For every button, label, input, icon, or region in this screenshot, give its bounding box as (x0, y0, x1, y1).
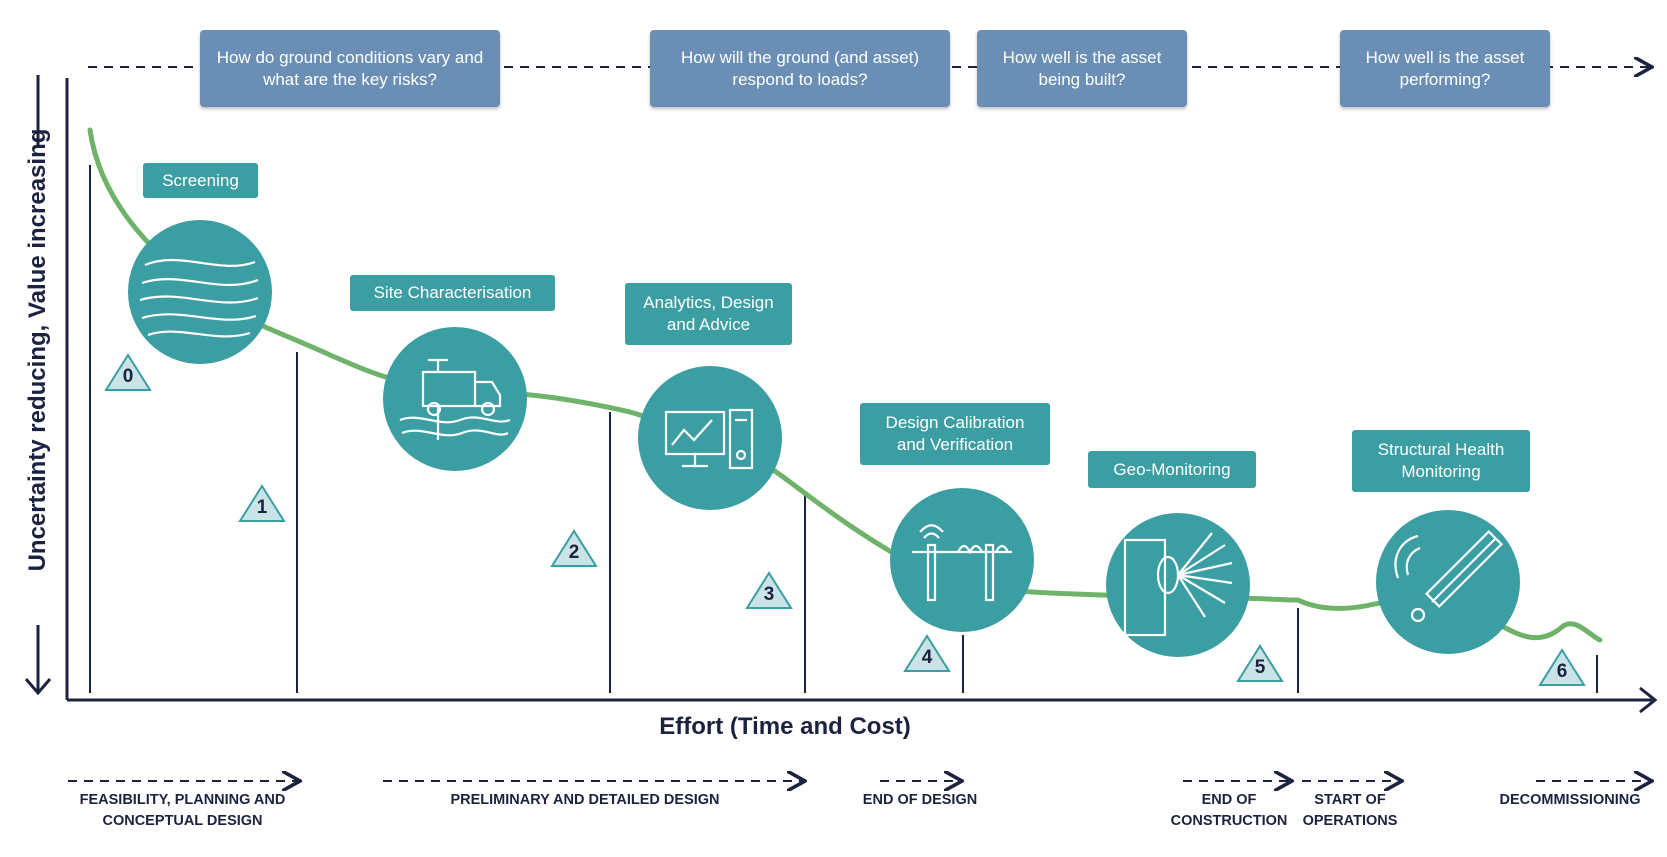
stage-circle (638, 366, 782, 510)
question-box: How well is the asset being built? (977, 30, 1187, 107)
tunnel-scan-icon (1123, 532, 1233, 637)
uncertainty-curve (87, 127, 1603, 643)
y-axis-label: Uncertainty reducing, Value increasing (24, 128, 51, 572)
stage-triangle (745, 571, 793, 609)
stage-triangle (903, 634, 951, 672)
x-axis-label: Effort (Time and Cost) (659, 713, 911, 740)
stage-triangle (1236, 644, 1284, 682)
stage-label-geo-monitoring: Geo-Monitoring (1088, 451, 1256, 488)
stage-label-analytics: Analytics, Design and Advice (625, 283, 792, 345)
stage-label-structural-health: Structural Health Monitoring (1352, 430, 1530, 492)
stage-label-design-calibration: Design Calibration and Verification (860, 403, 1050, 465)
stage-triangle (1538, 648, 1586, 686)
drilling-truck-icon (399, 358, 511, 440)
stage-triangle (238, 484, 286, 522)
phase-label: DECOMMISSIONING (1499, 792, 1641, 808)
stage-label-site-characterisation: Site Characterisation (350, 275, 555, 311)
stage-number: 2 (568, 542, 580, 563)
stage-circle (890, 488, 1034, 632)
stage-circle (1106, 513, 1250, 657)
stage-number: 0 (122, 366, 134, 387)
stage-label-screening: Screening (143, 163, 258, 198)
stage-number: 3 (763, 584, 775, 605)
question-box: How well is the asset performing? (1340, 30, 1550, 107)
stage-triangle (104, 353, 152, 391)
phase-label: PRELIMINARY AND DETAILED DESIGN (450, 792, 720, 808)
phase-label: FEASIBILITY, PLANNING AND CONCEPTUAL DES… (79, 792, 286, 829)
stage-triangle (550, 529, 598, 567)
phase-label: START OF OPERATIONS (1302, 792, 1398, 829)
phase-label: END OF DESIGN (862, 792, 978, 808)
question-box: How do ground conditions vary and what a… (200, 30, 500, 107)
y-label-arrowhead (24, 678, 52, 696)
stage-circle (128, 220, 272, 364)
stage-circle (383, 327, 527, 471)
question-box: How will the ground (and asset) respond … (650, 30, 950, 107)
ground-sensor-icon (912, 524, 1012, 602)
stage-number: 4 (921, 647, 933, 668)
stage-number: 1 (256, 497, 268, 518)
phase-label: END OF CONSTRUCTION (1170, 792, 1288, 829)
sensor-device-icon (1394, 529, 1504, 623)
x-axis-arrowhead (1639, 686, 1658, 714)
stage-number: 6 (1556, 661, 1568, 682)
wavy-strata-icon (139, 258, 259, 338)
stage-number: 5 (1254, 657, 1266, 678)
stage-circle (1376, 510, 1520, 654)
computer-chart-icon (664, 408, 754, 470)
